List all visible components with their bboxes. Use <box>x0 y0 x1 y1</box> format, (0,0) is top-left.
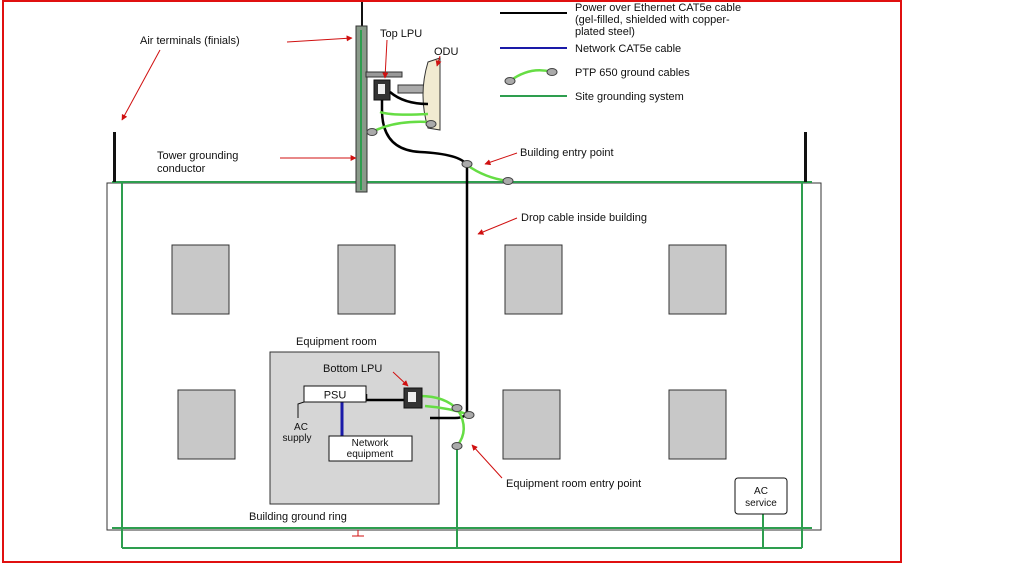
legend: Power over Ethernet CAT5e cable (gel-fil… <box>500 2 741 103</box>
window <box>177 389 236 460</box>
air-terminal <box>113 132 116 182</box>
window <box>668 244 727 315</box>
mount-bracket <box>397 84 425 94</box>
building-ground-ring-label: Building ground ring <box>249 511 347 523</box>
legend-label: plated steel) <box>575 26 635 38</box>
legend-label: Power over Ethernet CAT5e cable <box>575 2 741 14</box>
pointer-arrows <box>121 35 518 537</box>
legend-label: Network CAT5e cable <box>575 43 681 55</box>
equipment-room <box>269 351 440 505</box>
poe-cable <box>364 91 469 420</box>
network-equipment-box <box>328 435 413 462</box>
bottom-lpu-highlight <box>408 392 416 402</box>
odu-label: ODU <box>434 46 459 58</box>
tower-grounding-label: Tower grounding <box>157 150 238 162</box>
psu-box <box>303 385 367 403</box>
ac-supply-label: supply <box>283 433 312 444</box>
legend-label: (gel-filled, shielded with copper- <box>575 14 730 26</box>
equipment-room-label: Equipment room <box>296 336 377 348</box>
ac-service-label: AC <box>754 486 768 497</box>
window <box>171 244 230 315</box>
network-equipment-label: Network <box>352 438 390 449</box>
psu-label: PSU <box>324 390 347 402</box>
building-outline <box>106 182 822 531</box>
window <box>502 389 561 460</box>
window <box>337 244 396 315</box>
mount-bracket <box>365 71 403 78</box>
equipment-room-entry-label: Equipment room entry point <box>506 478 641 490</box>
top-lpu-highlight <box>378 84 385 94</box>
legend-label: PTP 650 ground cables <box>575 67 690 79</box>
ac-supply-lead <box>297 401 305 418</box>
tower-grounding-label: conductor <box>157 163 206 175</box>
site-grounding-system <box>112 181 812 549</box>
window <box>504 244 563 315</box>
bottom-lpu-label: Bottom LPU <box>323 363 382 375</box>
legend-label: Site grounding system <box>575 91 684 103</box>
air-terminal <box>804 132 807 182</box>
odu-unit <box>422 57 441 131</box>
image-frame <box>2 0 902 563</box>
ground-clamp-points <box>366 120 514 450</box>
air-terminals-label: Air terminals (finials) <box>140 35 240 47</box>
ac-service-box <box>734 477 788 515</box>
top-lpu-label: Top LPU <box>380 28 422 40</box>
legend-swatch-ptp-ground <box>509 69 553 83</box>
window <box>668 389 727 460</box>
drop-cable-label: Drop cable inside building <box>521 212 647 224</box>
network-equipment-label: equipment <box>347 449 394 460</box>
ac-service-label: service <box>745 498 777 509</box>
building-entry-point-label: Building entry point <box>520 147 614 159</box>
ac-supply-label: AC <box>294 422 308 433</box>
